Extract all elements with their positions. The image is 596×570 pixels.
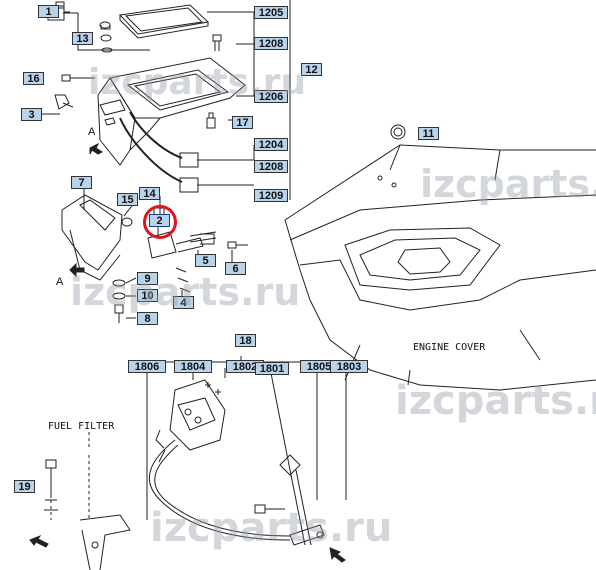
view-a-middle: A [56,276,64,288]
view-arrows [29,142,346,563]
part-label-15[interactable]: 15 [117,193,138,206]
part-label-4[interactable]: 4 [173,296,194,309]
switch-panel-drawing [61,194,123,281]
part-label-9[interactable]: 9 [137,272,158,285]
clip-3-drawing [54,94,74,110]
part-label-1204[interactable]: 1204 [254,138,288,151]
part-label-1206[interactable]: 1206 [254,90,288,103]
part-label-17[interactable]: 17 [232,116,253,129]
dashboard-housing-drawing [97,57,246,166]
part-label-1208-top[interactable]: 1208 [254,37,288,50]
indicator-leaders [119,111,183,183]
part-label-7[interactable]: 7 [71,176,92,189]
part-label-16[interactable]: 16 [23,72,44,85]
screw-4-drawing [175,267,191,293]
part-label-1803[interactable]: 1803 [330,360,368,373]
part-label-5[interactable]: 5 [195,254,216,267]
part-label-11[interactable]: 11 [418,127,439,140]
part-label-1209[interactable]: 1209 [254,189,288,202]
engine-cover-caption: ENGINE COVER [413,342,486,353]
part-label-1806[interactable]: 1806 [128,360,166,373]
part-label-13[interactable]: 13 [72,32,93,45]
bolt-5-drawing [189,231,217,243]
bulb-17-drawing [206,112,216,129]
part-label-19[interactable]: 19 [14,480,35,493]
leader-lines [38,0,291,319]
washer-stack-drawing [112,279,126,323]
harness-drawing [130,356,347,546]
part-label-1208-mid[interactable]: 1208 [254,160,288,173]
part-label-12[interactable]: 12 [301,63,322,76]
highlight-ring [143,205,177,239]
part-label-3[interactable]: 3 [21,108,42,121]
washer-15-drawing [121,217,133,227]
screw-1208-drawing [212,34,222,51]
fuel-filter-caption: FUEL FILTER [48,421,115,432]
bolt-6-drawing [227,241,248,249]
nut-13-drawing [99,21,113,53]
part-label-1[interactable]: 1 [38,5,59,18]
indicator-symbols [179,152,199,193]
part-label-1802[interactable]: 1802 [226,360,264,373]
part-label-1205[interactable]: 1205 [254,6,288,19]
part-label-1804[interactable]: 1804 [174,360,212,373]
cover-plate-drawing [118,4,210,39]
part-label-18[interactable]: 18 [235,334,256,347]
part-label-8[interactable]: 8 [137,312,158,325]
part-label-10[interactable]: 10 [137,289,158,302]
fuel-filter-bracket-drawing [44,432,131,570]
part-label-1805[interactable]: 1805 [300,360,338,373]
part-label-6[interactable]: 6 [225,262,246,275]
part-label-14[interactable]: 14 [139,187,160,200]
view-a-top: A [88,126,96,138]
part-label-1801[interactable]: 1801 [255,362,289,375]
